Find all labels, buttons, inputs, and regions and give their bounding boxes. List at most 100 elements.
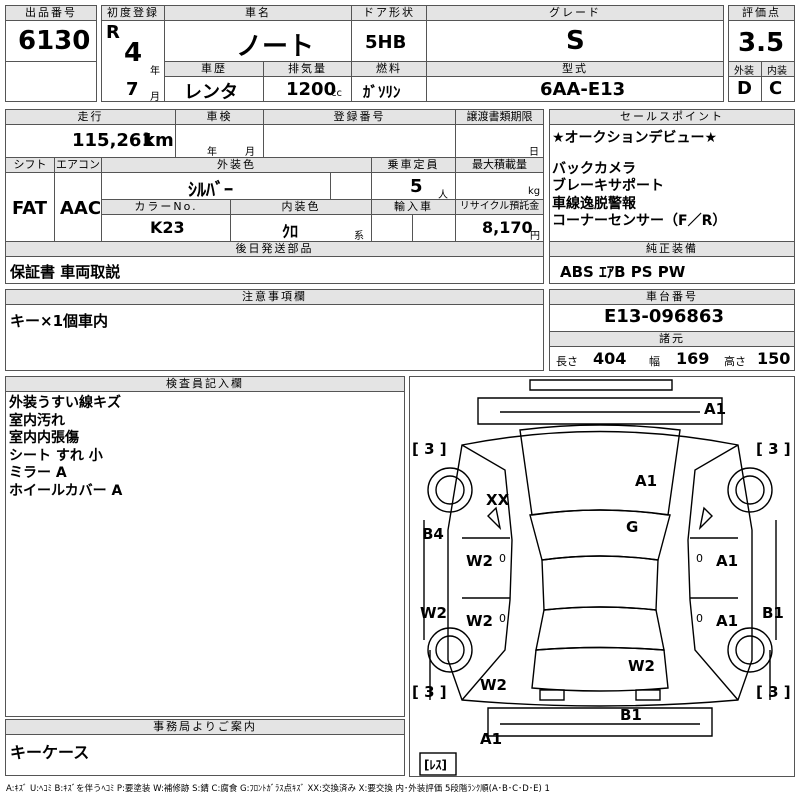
damage-left-front-sill: B4 <box>422 525 444 543</box>
inspector-list: 外装うすい線キズ 室内汚れ 室内内張傷 シート すれ 小 ミラー A ホイールカ… <box>9 395 122 500</box>
damage-left-rear-door: W2 <box>466 612 493 630</box>
damage-roof: W2 <box>628 657 655 675</box>
later-parts-cell <box>5 256 544 284</box>
grade-value: S <box>566 26 585 56</box>
damage-left-fender: XX <box>486 491 510 509</box>
model-cell <box>426 76 724 102</box>
displacement-unit: cc <box>331 88 342 99</box>
damage-diagram <box>409 376 795 777</box>
dim-width-label: 幅 <box>649 355 660 368</box>
aircon-value: AAC <box>60 198 102 219</box>
dim-height-value: 150 <box>757 349 791 368</box>
score-ext-label: 外装 <box>734 66 754 77</box>
dim-width-value: 169 <box>676 349 710 368</box>
mileage-value: 115,261 <box>72 130 154 151</box>
score-int-label: 内装 <box>767 66 787 77</box>
dimensions-cell <box>549 346 795 371</box>
tire-fr-mark: [ 3 ] <box>756 440 791 458</box>
interior-color-unit: 系 <box>354 231 364 242</box>
car-name-value: ノート <box>236 32 315 62</box>
inspector-item: ホイールカバー A <box>9 482 123 499</box>
notes-value: キー×1個車内 <box>10 312 109 330</box>
max-load-unit: kg <box>528 186 541 197</box>
door-handle-mark: 0 <box>696 612 703 625</box>
office-cell <box>5 734 405 776</box>
door-handle-mark: 0 <box>696 552 703 565</box>
office-value: キーケース <box>10 743 90 762</box>
legend-text: A:ｷｽﾞ U:ﾍｺﾐ B:ｷｽﾞを伴うﾍｺﾐ P:要塗装 W:補修跡 S:錆 … <box>6 784 550 794</box>
equipment-label: 純正装備 <box>549 241 795 257</box>
damage-windshield: G <box>626 518 639 536</box>
dim-length-label: 長さ <box>556 355 578 368</box>
lot-value: 6130 <box>18 26 91 56</box>
office-label: 事務局よりご案内 <box>5 719 405 735</box>
first-reg-year-unit: 年 <box>150 66 160 77</box>
inspector-item: 外装うすい線キズ <box>9 395 121 411</box>
equipment-value: ABS ｴｱB PS PW <box>560 263 686 281</box>
tire-fl-mark: [ 3 ] <box>412 440 447 458</box>
tire-rl-mark: [ 3 ] <box>412 683 447 701</box>
damage-left-front-door: W2 <box>466 552 493 570</box>
sales-point-item: コーナーセンサー（F／R） <box>552 213 727 229</box>
damage-rear-panel: B1 <box>620 706 642 724</box>
sales-point-item: ブレーキサポート <box>552 178 664 194</box>
score-int-cell <box>761 76 795 102</box>
shift-label: シフト <box>5 157 55 173</box>
history-value: レンタ <box>184 82 238 103</box>
recycle-value: 8,170 <box>482 218 533 237</box>
mileage-unit: km <box>143 130 174 151</box>
inspector-item: 室内汚れ <box>9 412 65 429</box>
interior-color-value: ｸﾛ <box>282 222 299 241</box>
transfer-day-unit: 日 <box>529 147 539 158</box>
damage-hood: A1 <box>635 472 658 490</box>
first-reg-month-unit: 月 <box>150 92 160 103</box>
score-value: 3.5 <box>738 28 785 58</box>
first-reg-month: 7 <box>126 79 139 100</box>
damage-right-rear-door: A1 <box>716 612 739 630</box>
damage-front-bumper: A1 <box>704 400 727 418</box>
fuel-label: 燃料 <box>351 61 427 77</box>
model-value: 6AA-E13 <box>540 79 626 100</box>
score-ext-value: D <box>737 78 752 99</box>
damage-right-fender: B1 <box>762 604 784 622</box>
sales-points-list: ★オークションデビュー★ バックカメラ ブレーキサポート 車線逸脱警報 コーナー… <box>552 130 726 231</box>
score-label: 評価点 <box>728 5 795 21</box>
inspector-item: ミラー A <box>9 465 67 481</box>
color-no-value: K23 <box>150 218 185 237</box>
damage-rear-bumper: A1 <box>480 730 503 748</box>
fuel-value: ｶﾞｿﾘﾝ <box>363 83 401 101</box>
door-handle-mark: 0 <box>499 552 506 565</box>
inspector-item: シート すれ 小 <box>9 447 103 464</box>
first-reg-era: R <box>106 22 120 43</box>
later-parts-value: 保証書 車両取説 <box>10 263 121 281</box>
equipment-cell <box>549 256 795 284</box>
notes-cell <box>5 304 544 371</box>
capacity-value: 5 <box>410 176 423 197</box>
door-value: 5HB <box>365 32 407 53</box>
first-reg-year: 4 <box>124 38 143 68</box>
inspection-month-unit: 月 <box>245 147 255 158</box>
spare-tire-mark: [ﾚｽ] <box>424 758 447 772</box>
lot-blank-cell <box>5 61 97 102</box>
inspector-cell <box>5 391 405 717</box>
sales-point-item: バックカメラ <box>552 160 636 177</box>
damage-right-front-door: A1 <box>716 552 739 570</box>
shift-value: FAT <box>12 198 48 219</box>
tire-rr-mark: [ 3 ] <box>756 683 791 701</box>
damage-left-rocker: W2 <box>420 604 447 622</box>
damage-left-quarter: W2 <box>480 676 507 694</box>
dim-length-value: 404 <box>593 349 627 368</box>
capacity-unit: 人 <box>438 190 448 201</box>
history-label: 車歴 <box>164 61 264 77</box>
sales-point-item: ★オークションデビュー★ <box>552 130 718 146</box>
recycle-unit: 円 <box>530 231 540 242</box>
inspection-year-unit: 年 <box>207 147 217 158</box>
door-handle-mark: 0 <box>499 612 506 625</box>
displacement-value: 1200 <box>286 79 337 100</box>
exterior-color-value: ｼﾙﾊﾞｰ <box>188 180 233 201</box>
inspector-item: 室内内張傷 <box>9 430 79 446</box>
score-int-value: C <box>769 78 783 99</box>
dim-height-label: 高さ <box>724 355 746 368</box>
chassis-value: E13-096863 <box>604 306 724 327</box>
